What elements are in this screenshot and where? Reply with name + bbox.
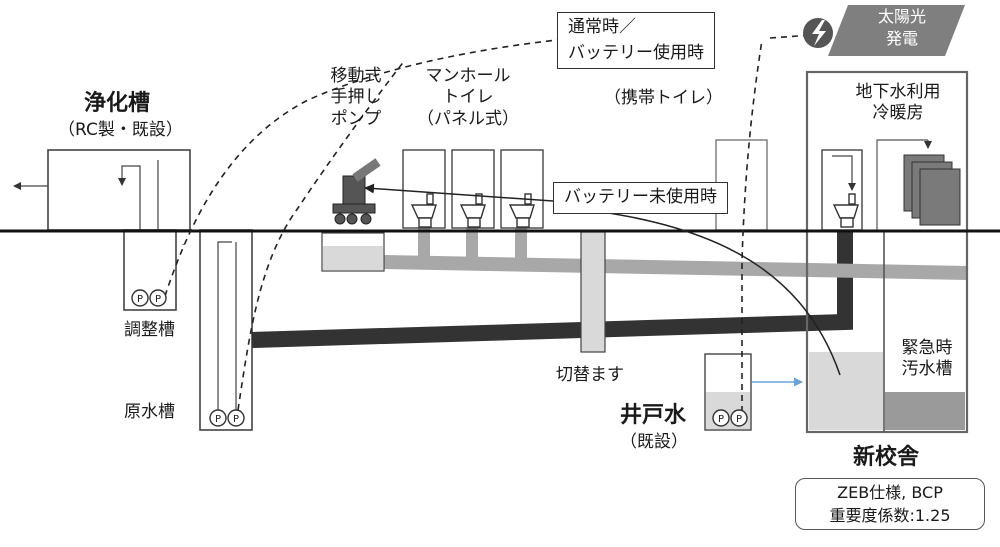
mobile-pump-label: 移動式 手押し ポンプ (330, 66, 382, 129)
no-battery-callout: バッテリー未使用時 (553, 182, 728, 214)
emergency-tank-label: 緊急時 汚水槽 (901, 338, 953, 380)
groundwater-bracket (876, 139, 928, 230)
new-building-outline (805, 70, 969, 434)
well-water-label: 井戸水 (620, 403, 687, 428)
pump-icon (730, 409, 748, 427)
septic-tank-label: 浄化槽 (84, 91, 151, 116)
emergency-tank-water (885, 392, 965, 430)
pump-label: P (233, 414, 239, 425)
building-toilet-pipe (832, 155, 856, 191)
pump-label: P (215, 414, 221, 425)
battery-flow-dashed-2 (237, 59, 406, 411)
manhole-toilet-label: マンホール トイレ （パネル式） (417, 66, 519, 129)
pump-label: P (718, 414, 724, 425)
raw-water-inner-pipe (217, 241, 232, 410)
pump-icon (712, 409, 730, 427)
no-battery-arrow (364, 183, 554, 202)
pump-icon (209, 409, 227, 427)
main-sewage-pipe (251, 232, 853, 348)
new-building-label: 新校舎 (852, 445, 919, 470)
toilet-icon (832, 193, 859, 228)
zeb-bcp-box: ZEB仕様, BCP 重要度係数:1.25 (795, 478, 985, 531)
pump-label: P (155, 294, 161, 305)
raw-water-tank (199, 229, 253, 431)
switch-basin (580, 231, 606, 353)
pump-label: P (137, 294, 143, 305)
septic-tank-note: （RC製・既設） (58, 120, 183, 140)
well-water-note: （既設） (620, 432, 688, 452)
portable-toilet-label: （携帯トイレ） (604, 88, 723, 108)
manhole-panel-3 (500, 149, 544, 229)
normal-battery-callout: 通常時／ バッテリー使用時 (557, 12, 715, 69)
pump-storage-water (323, 246, 383, 270)
solar-label: 太陽光 発電 (877, 7, 926, 49)
battery-flow-dashed-3 (741, 39, 763, 412)
lightning-icon (812, 20, 826, 46)
pump-icon (131, 289, 149, 307)
pump-label: P (736, 414, 742, 425)
raw-water-tank-label: 原水槽 (124, 402, 175, 422)
building-tank-water (809, 352, 883, 430)
solar-banner (828, 5, 965, 56)
toilet-icon (410, 193, 437, 228)
switch-basin-label: 切替ます (556, 365, 624, 385)
hand-pump-cart-icon (332, 158, 381, 225)
hvac-unit-3 (919, 168, 961, 226)
toilet-icon (459, 193, 486, 228)
adjustment-tank-label: 調整槽 (124, 320, 175, 340)
battery-flow-dashed-1 (164, 39, 558, 297)
pump-icon (227, 409, 245, 427)
septic-tank-box (47, 149, 191, 231)
manhole-drain-pipe (383, 255, 969, 280)
pump-icon (149, 289, 167, 307)
groundwater-label: 地下水利用 冷暖房 (855, 82, 941, 124)
